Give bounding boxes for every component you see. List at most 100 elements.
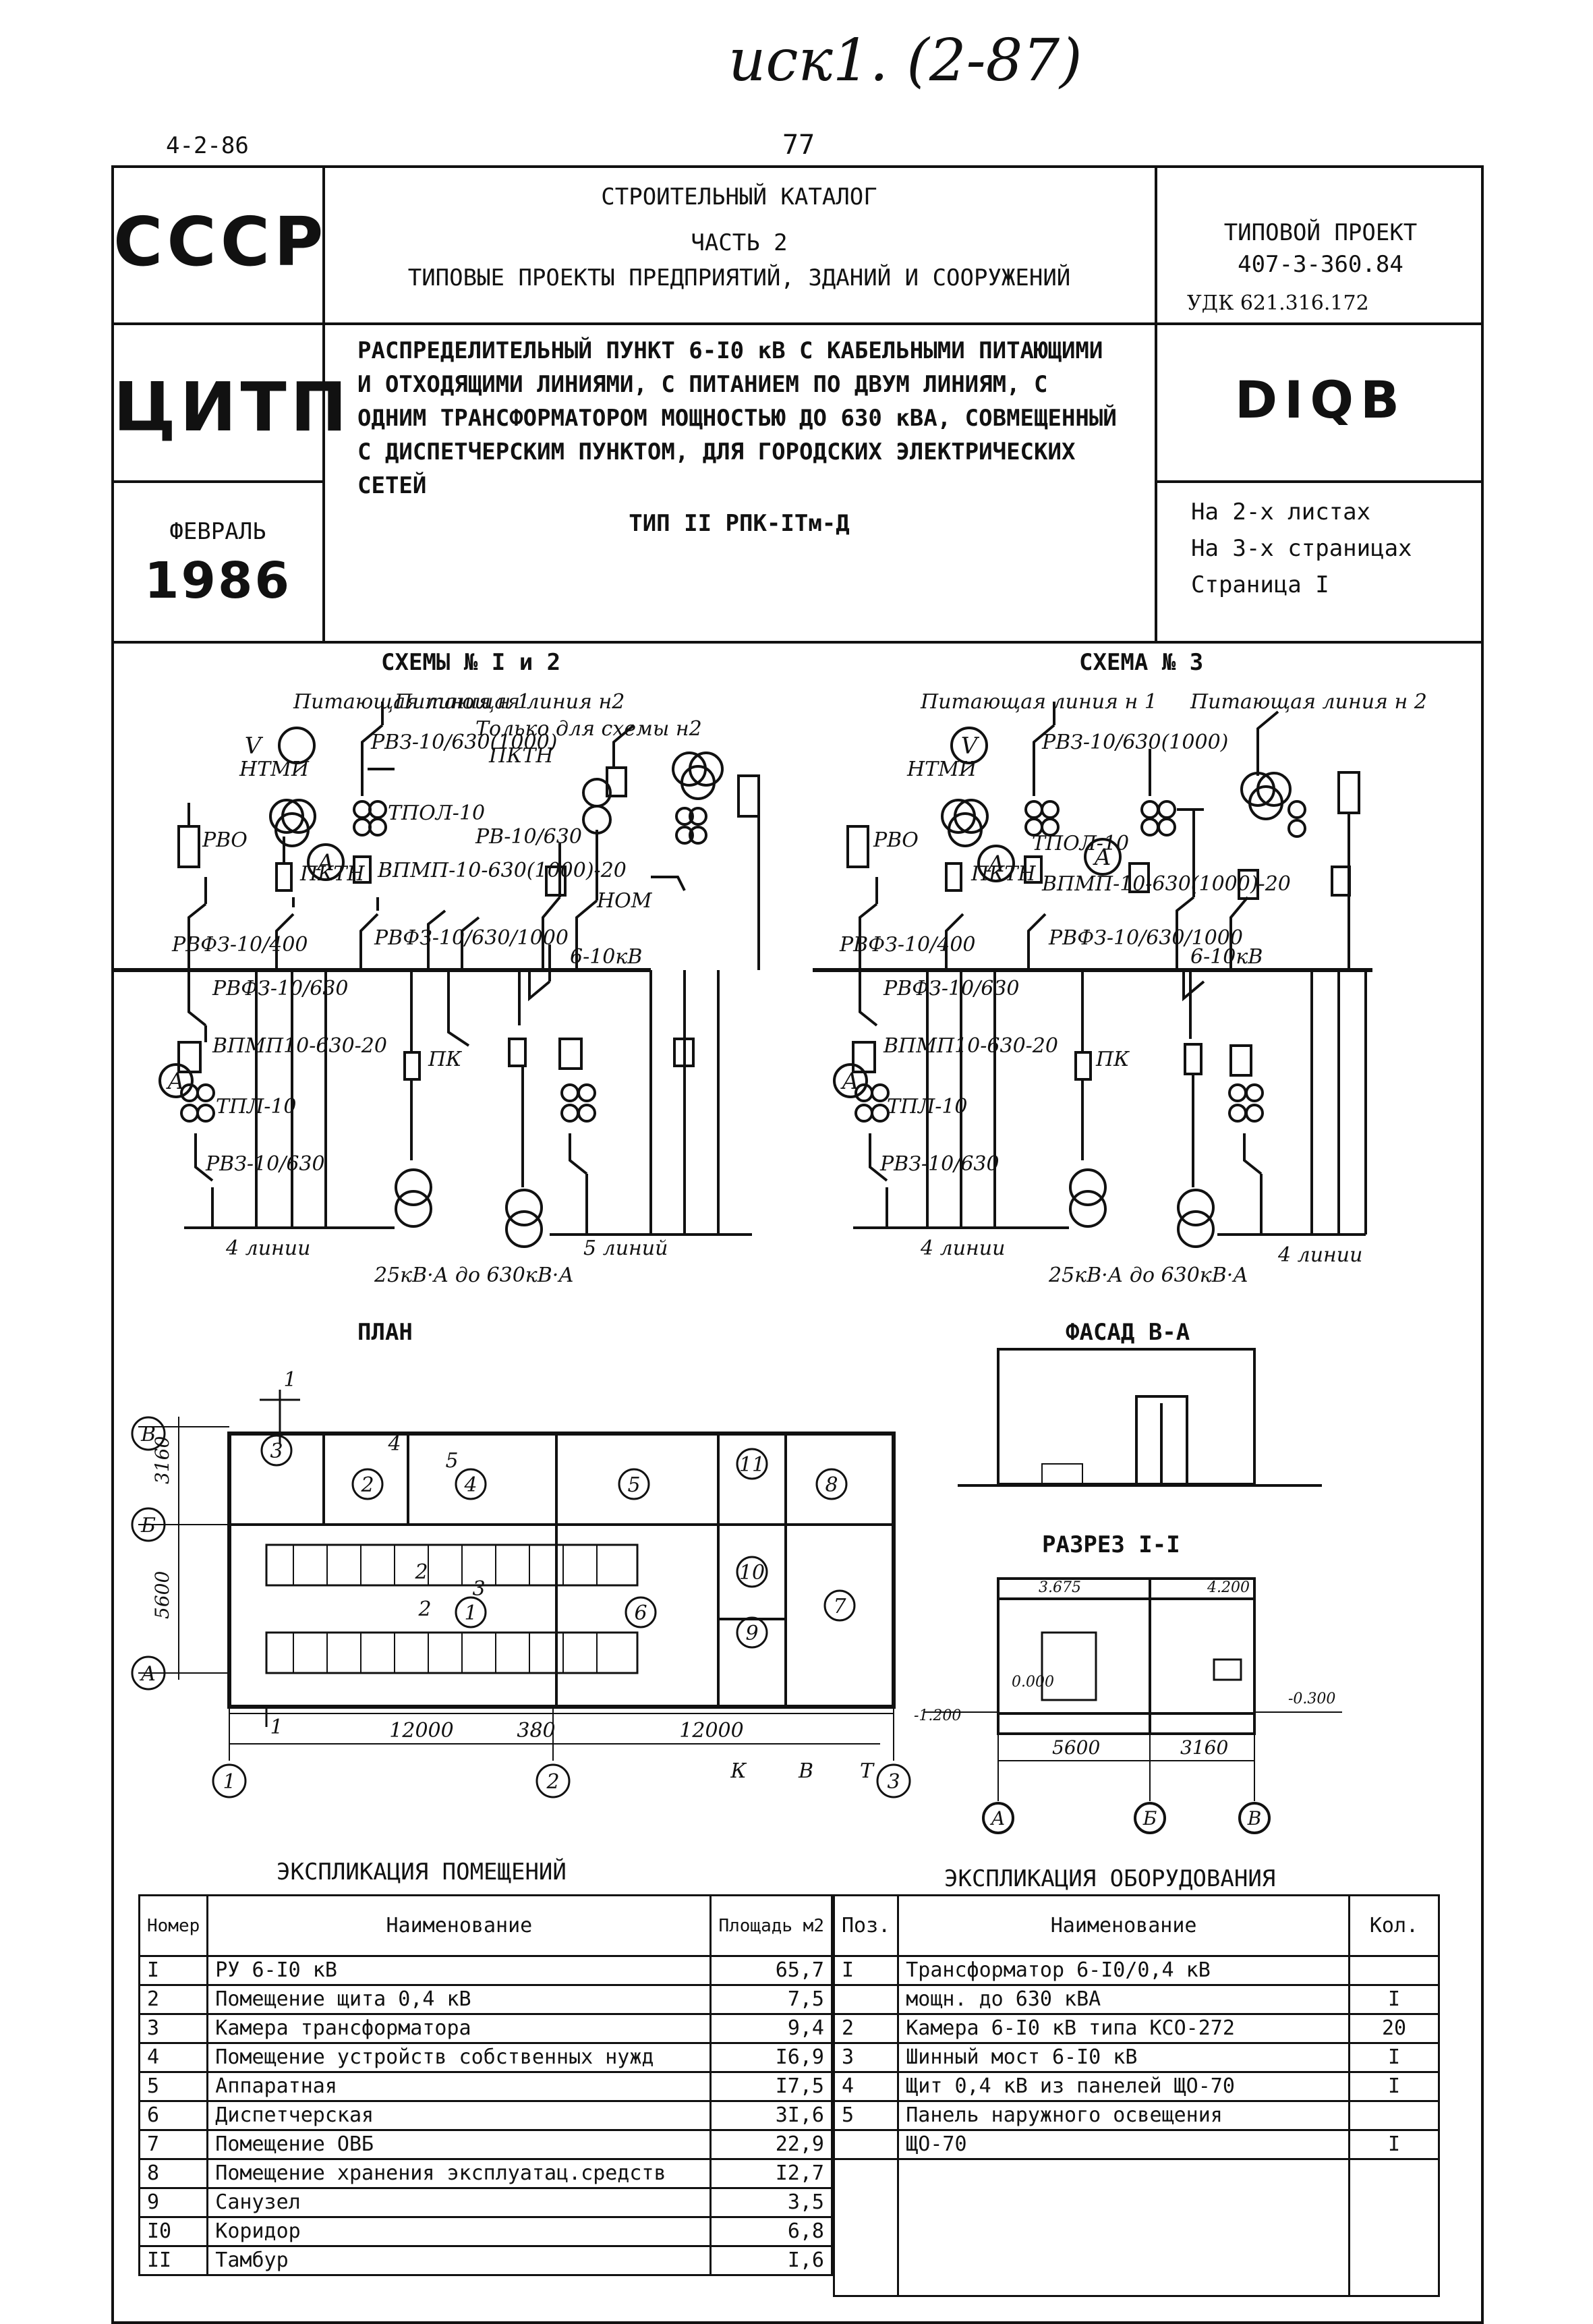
svg-text:В: В (798, 1759, 813, 1783)
svg-text:6-10кВ: 6-10кВ (1190, 945, 1263, 969)
svg-text:5600: 5600 (1052, 1736, 1100, 1759)
equipment-header-name: Наименование (897, 1894, 1350, 1957)
svg-text:4: 4 (387, 1432, 401, 1456)
svg-text:РВЗ-10/630: РВЗ-10/630 (205, 1152, 325, 1176)
svg-text:11: 11 (739, 1453, 765, 1477)
svg-text:2: 2 (360, 1473, 374, 1497)
svg-text:РВО: РВО (202, 828, 248, 852)
svg-text:5 линий: 5 линий (583, 1237, 668, 1260)
svg-text:V: V (245, 733, 264, 760)
month-label: ФЕВРАЛЬ (169, 518, 266, 545)
svg-text:2: 2 (546, 1770, 559, 1794)
svg-text:A: A (840, 1068, 859, 1095)
svg-text:Питающая линия н2: Питающая линия н2 (394, 690, 625, 714)
svg-text:В: В (140, 1423, 156, 1446)
svg-text:РВФЗ-10/630/1000: РВФЗ-10/630/1000 (374, 926, 569, 950)
svg-text:380: 380 (517, 1719, 555, 1742)
svg-text:V: V (961, 733, 980, 760)
svg-text:A: A (316, 849, 335, 876)
svg-text:ВПМП10-630-20: ВПМП10-630-20 (212, 1034, 387, 1058)
svg-text:4: 4 (463, 1473, 477, 1497)
svg-text:ПК: ПК (1095, 1048, 1130, 1071)
svg-text:РВФЗ-10/630/1000: РВФЗ-10/630/1000 (1048, 926, 1243, 950)
svg-text:10: 10 (739, 1561, 765, 1585)
country-label: СССР (113, 202, 328, 281)
catalog-line1: СТРОИТЕЛЬНЫЙ КАТАЛОГ (601, 183, 877, 210)
table-row (832, 2158, 1440, 2297)
svg-text:3160: 3160 (1180, 1736, 1228, 1759)
org-label: ЦИТП (113, 368, 351, 447)
svg-text:8: 8 (825, 1473, 838, 1497)
type-label: ТИП II РПК-IТм-Д (629, 510, 850, 537)
svg-text:А: А (140, 1662, 156, 1686)
svg-text:4.200: 4.200 (1207, 1579, 1250, 1596)
svg-text:7: 7 (833, 1595, 846, 1618)
svg-text:ПК: ПК (428, 1048, 462, 1071)
plan-title: ПЛАН (357, 1319, 413, 1346)
svg-text:ВПМП10-630-20: ВПМП10-630-20 (883, 1034, 1058, 1058)
svg-text:25кВ·А до 630кВ·А: 25кВ·А до 630кВ·А (374, 1264, 574, 1287)
svg-text:2: 2 (417, 1597, 431, 1621)
year-label: 1986 (144, 552, 291, 610)
svg-text:4 линии: 4 линии (225, 1237, 310, 1260)
svg-text:ТПОЛ-10: ТПОЛ-10 (1032, 832, 1129, 855)
doc-code: 4-2-86 (166, 132, 249, 159)
svg-text:1: 1 (464, 1602, 477, 1625)
catalog-line3: ТИПОВЫЕ ПРОЕКТЫ ПРЕДПРИЯТИЙ, ЗДАНИЙ И СО… (407, 264, 1071, 291)
svg-text:5: 5 (627, 1473, 640, 1497)
svg-text:5: 5 (445, 1449, 458, 1473)
svg-text:25кВ·А до 630кВ·А: 25кВ·А до 630кВ·А (1048, 1264, 1248, 1287)
project-number: 407-3-360.84 (1238, 251, 1403, 278)
equipment-header-pos: Поз. (832, 1894, 900, 1957)
svg-text:4 линии: 4 линии (920, 1237, 1005, 1260)
svg-text:3: 3 (887, 1770, 900, 1794)
svg-text:Б: Б (1142, 1807, 1157, 1830)
project-title: РАСПРЕДЕЛИТЕЛЬНЫЙ ПУНКТ 6-I0 кВ С КАБЕЛЬ… (357, 337, 1117, 499)
svg-text:5600: 5600 (151, 1571, 173, 1619)
svg-text:Питающая линия н 1: Питающая линия н 1 (920, 690, 1157, 714)
floor-plan: В Б А 1 2 3 1 2 3 4 5 6 7 8 9 10 11 1 1 … (131, 1368, 911, 1798)
svg-text:ПКТН: ПКТН (488, 744, 554, 768)
svg-text:2: 2 (414, 1560, 428, 1584)
svg-text:НТМИ: НТМИ (906, 758, 977, 781)
svg-text:3: 3 (472, 1577, 485, 1601)
svg-text:РВФЗ-10/630: РВФЗ-10/630 (212, 977, 349, 1000)
svg-text:0.000: 0.000 (1012, 1674, 1054, 1691)
svg-text:Питающая линия н 2: Питающая линия н 2 (1190, 690, 1427, 714)
svg-text:A: A (986, 851, 1005, 878)
svg-text:ТПЛ-10: ТПЛ-10 (887, 1095, 968, 1118)
svg-text:К: К (730, 1759, 747, 1783)
svg-text:РВФЗ-10/400: РВФЗ-10/400 (171, 933, 308, 957)
svg-text:-1.200: -1.200 (914, 1707, 961, 1724)
svg-text:12000: 12000 (389, 1719, 453, 1742)
svg-text:12000: 12000 (679, 1719, 743, 1742)
svg-text:ПКТН: ПКТН (299, 862, 365, 886)
facade-title: ФАСАД В-А (1066, 1319, 1190, 1346)
sheet-info: На 2-х листах На 3-х страницах Страница … (1191, 499, 1412, 598)
svg-text:ВПМП-10-630(1000)-20: ВПМП-10-630(1000)-20 (377, 859, 627, 882)
code-label: DIQB (1235, 370, 1406, 430)
svg-text:A: A (1093, 844, 1111, 871)
rooms-table-title: ЭКСПЛИКАЦИЯ ПОМЕЩЕНИЙ (277, 1859, 567, 1886)
handwritten-note: иск1. (2-87) (728, 27, 1082, 94)
svg-text:ТПЛ-10: ТПЛ-10 (216, 1095, 297, 1118)
rooms-header-name: Наименование (206, 1894, 712, 1957)
svg-text:РВ-10/630: РВ-10/630 (475, 825, 582, 849)
project-label: ТИПОВОЙ ПРОЕКТ (1223, 219, 1418, 246)
svg-text:-0.300: -0.300 (1288, 1691, 1335, 1707)
svg-text:Только для схемы н2: Только для схемы н2 (475, 717, 702, 741)
svg-text:НОМ: НОМ (596, 889, 653, 913)
svg-text:3: 3 (270, 1440, 283, 1463)
equipment-table-title: ЭКСПЛИКАЦИЯ ОБОРУДОВАНИЯ (944, 1865, 1276, 1892)
